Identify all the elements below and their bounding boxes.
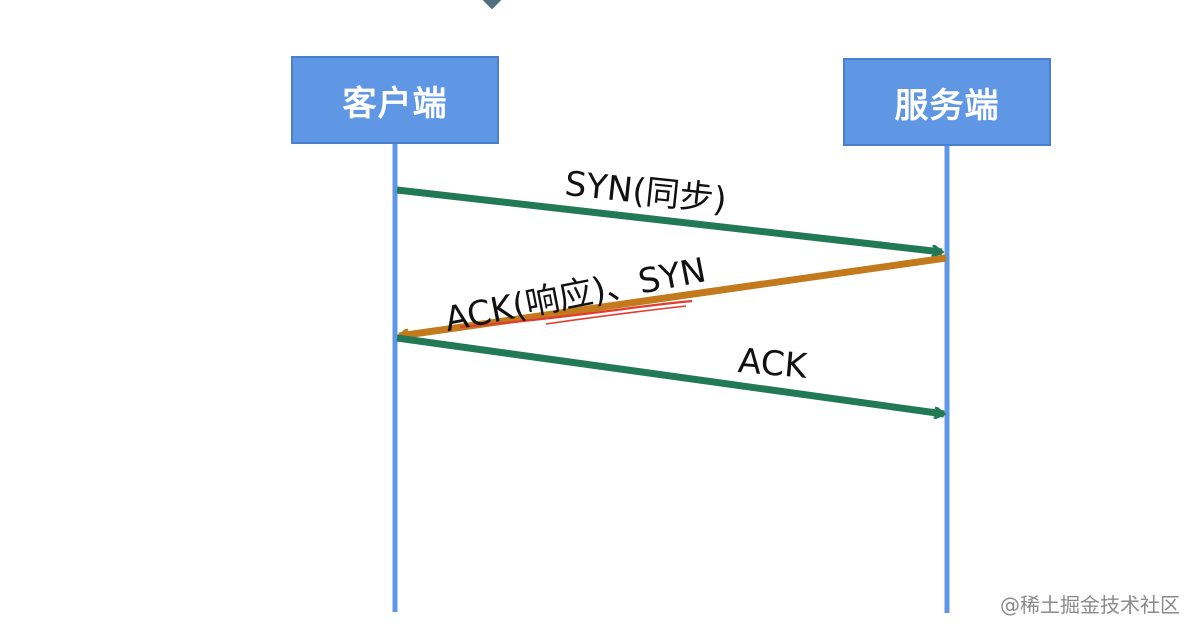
syn-arrow [396, 186, 942, 252]
client-box: 客户端 [291, 56, 499, 144]
ack-arrow [396, 334, 944, 414]
ack-label: ACK [736, 341, 809, 387]
watermark: @稀土掘金技术社区 [1000, 593, 1180, 617]
ack-syn-arrow [399, 254, 947, 336]
red-underline-mark-secondary [545, 305, 687, 325]
server-box: 服务端 [843, 58, 1051, 146]
red-underline-mark [459, 299, 693, 329]
